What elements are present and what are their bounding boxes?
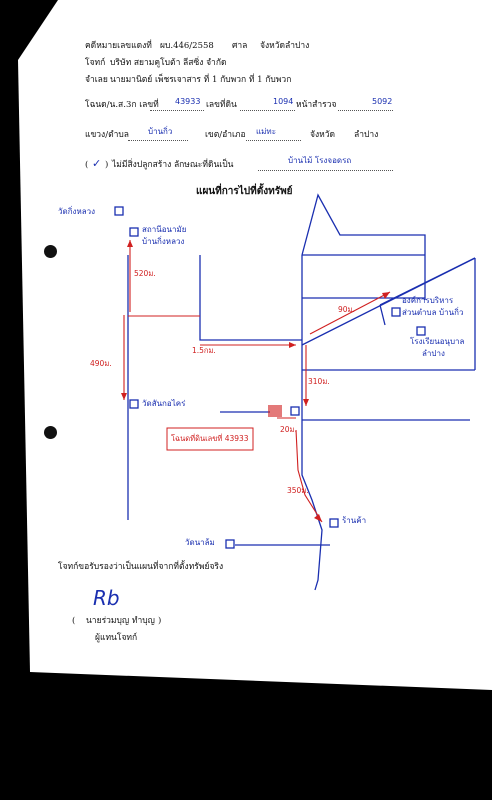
defendant-name: นายมานิตย์ เพ็ชรเจาสาร ที่ 1 กับพวก ที่ … xyxy=(110,75,292,85)
label-admin-org: องค์การบริหาร xyxy=(402,296,454,305)
punch-hole-bottom xyxy=(44,426,57,439)
defendant-label: จำเลย xyxy=(85,75,108,85)
deed-label: โฉนด/น.ส.3ก เลขที่ xyxy=(85,100,159,110)
check-open: ( xyxy=(85,160,89,170)
parcel-number: 1094 xyxy=(273,97,294,106)
distance-490: 490ม. xyxy=(90,359,112,368)
district-dotted-line xyxy=(246,140,301,141)
check-mark: ✓ xyxy=(92,157,102,170)
parcel-label: เลขที่ดิน xyxy=(206,100,237,110)
court-label: ศาล xyxy=(232,41,248,51)
distance-350: 350ม. xyxy=(287,486,309,495)
case-label: คดีหมายเลขแดงที่ xyxy=(85,41,152,51)
deed-number: 43933 xyxy=(175,97,201,106)
signature: Rb xyxy=(93,586,120,610)
label-health-center: สถานีอนามัย xyxy=(142,225,187,234)
case-number: ผบ.446/2558 xyxy=(160,41,214,51)
label-property: โฉนดที่ดินเลขที่ 43933 xyxy=(171,434,249,443)
building-status-text: ไม่มีสิ่งปลูกสร้าง ลักษณะที่ดินเป็น xyxy=(112,160,234,170)
survey-dotted-line xyxy=(338,110,393,111)
punch-hole-top xyxy=(44,245,57,258)
map-title: แผนที่การไปที่ตั้งทรัพย์ xyxy=(196,186,293,197)
land-type-dotted-line xyxy=(258,170,393,171)
land-type-value: บ้านไม้ โรงจอดรถ xyxy=(288,156,352,165)
subdistrict-label: แขวง/ตำบล xyxy=(85,130,129,140)
survey-number: 5092 xyxy=(372,97,393,106)
label-temple-mid: วัดสันกอไคร่ xyxy=(142,399,186,408)
label-shop: ร้านค้า xyxy=(342,516,367,525)
certify-text: โจทก์ขอรับรองว่าเป็นแผนที่จากที่ตั้งทรัพ… xyxy=(58,562,224,572)
check-close: ) xyxy=(105,160,109,170)
label-temple-bottom: วัดนาล้ม xyxy=(185,538,215,547)
province-value: ลำปาง xyxy=(354,130,379,140)
distance-520: 520ม. xyxy=(134,269,156,278)
district-value: แม่ทะ xyxy=(256,127,276,136)
plaintiff-name: บริษัท สยามคูโบต้า ลีสซิ่ง จำกัด xyxy=(110,58,227,68)
label-school: โรงเรียนอนุบาล xyxy=(410,337,465,346)
label-school-2: ลำปาง xyxy=(422,349,445,358)
distance-1-5km: 1.5กม. xyxy=(192,346,216,355)
distance-90: 90ม. xyxy=(338,305,355,314)
province-label: จังหวัด xyxy=(310,130,336,140)
court-name: จังหวัดลำปาง xyxy=(260,41,310,51)
subdistrict-dotted-line xyxy=(128,140,188,141)
parcel-dotted-line xyxy=(240,110,295,111)
survey-label: หน้าสำรวจ xyxy=(296,100,337,110)
signer-role: ผู้แทนโจทก์ xyxy=(95,633,138,643)
distance-20: 20ม. xyxy=(280,425,297,434)
paren-close: ) xyxy=(158,616,162,626)
paren-open: ( xyxy=(72,616,76,626)
deed-dotted-line xyxy=(150,110,204,111)
district-label: เขต/อำเภอ xyxy=(205,130,246,140)
label-temple-top: วัดกิ่งหลวง xyxy=(58,207,96,216)
plaintiff-label: โจทก์ xyxy=(85,58,106,68)
label-admin-org-2: ส่วนตำบล บ้านกิ่ว xyxy=(402,308,464,317)
signer-name: นายร่วมบุญ ทำบุญ xyxy=(86,616,155,626)
subdistrict-value: บ้านกิ่ว xyxy=(148,127,173,136)
label-health-center-2: บ้านกิ่งหลวง xyxy=(142,237,185,246)
distance-310: 310ม. xyxy=(308,377,330,386)
